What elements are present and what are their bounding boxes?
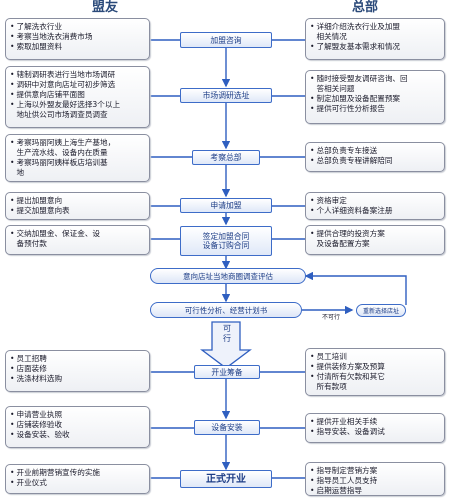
list-item: •考察当地洗衣消费市场 [10, 32, 93, 41]
list-item: •辖制调研表进行当地市场调研 [10, 70, 116, 79]
not-feasible-label: 不可行 [322, 314, 341, 321]
list-item: •提供意向店铺平面图 [10, 90, 85, 99]
list-item: •提交加盟意向表 [10, 206, 70, 215]
list-item: •地 [16, 168, 25, 177]
step-sign-contract: 签定加盟合同 设备订购合同 [180, 226, 272, 256]
list-item: •员工培训 [310, 352, 347, 361]
list-item: •调研中对意向店址可初步筛选 [10, 80, 116, 89]
left-box-install: •申请营业执照 •店铺装修验收 •设备安装、验收 [5, 406, 150, 448]
list-item: •所有款项 [316, 382, 347, 391]
left-box-prepare: •员工招聘 •店面装修 •洗涤材料选购 [5, 350, 150, 392]
list-item: •上海以外盟友最好选择3个以上 [10, 100, 121, 109]
list-item: •启期运营指导 [310, 486, 363, 495]
list-item: •随时接受盟友调研咨询、回 [310, 74, 408, 83]
list-item: •设备安装、验收 [10, 430, 70, 439]
step-feasibility: 可行性分析、经营计划书 [150, 302, 302, 318]
left-box-opening: •开业前期营销宣传的实施 •开业仪式 [5, 464, 150, 494]
list-item: •制定加盟及设备配置预案 [310, 94, 401, 103]
list-item: •店铺装修验收 [10, 420, 63, 429]
list-item: •提供合理的投资方案 [310, 229, 385, 238]
list-item: •指导员工人员支持 [310, 476, 378, 485]
left-box-visit: •考察玛丽阿姨上海生产基地， •生产流水线、设备内在质量 •考察玛丽阿姨样板店培… [5, 134, 150, 182]
list-item: •了解洗衣行业 [10, 22, 63, 31]
step-opening-prep: 开业筹备 [194, 365, 260, 379]
list-item: •答相关问题 [316, 84, 355, 93]
list-item: •提供可行性分析报告 [310, 104, 385, 113]
right-box-consult: •详细介绍洗衣行业及加盟 •相关情况 •了解盟友基本需求和情况 [305, 18, 445, 60]
left-box-contract: •交纳加盟金、保证金、设 •备预付款 [5, 225, 150, 255]
contract-line-1: 签定加盟合同 [202, 232, 250, 241]
step-consult: 加盟咨询 [180, 32, 272, 48]
list-item: •相关情况 [316, 32, 347, 41]
feasible-label: 可 行 [216, 324, 238, 344]
list-item: •生产流水线、设备内在质量 [16, 148, 108, 157]
list-item: •指导制定营销方案 [310, 466, 378, 475]
list-item: •提出加盟意向 [10, 196, 63, 205]
list-item: •提供开业相关手续 [310, 417, 378, 426]
list-item: •备预付款 [16, 239, 47, 248]
list-item: •店面装修 [10, 364, 47, 373]
feasible-char-1: 可 [223, 324, 231, 333]
list-item: •索取加盟资料 [10, 42, 63, 51]
step-market-research: 市场调研选址 [180, 88, 272, 103]
list-item: •资格审定 [310, 196, 347, 205]
list-item: •提供装修方案及预算 [310, 362, 385, 371]
list-item: •洗涤材料选购 [10, 374, 63, 383]
list-item: •及设备配置方案 [316, 239, 370, 248]
right-box-visit: •总部负责专车接送 •总部负责专程讲解陪同 [305, 142, 445, 172]
list-item: •申请营业执照 [10, 410, 63, 419]
right-box-research: •随时接受盟友调研咨询、回 •答相关问题 •制定加盟及设备配置预案 •提供可行性… [305, 70, 445, 124]
feasible-char-2: 行 [223, 334, 231, 343]
left-box-consult: •了解洗衣行业 •考察当地洗衣消费市场 •索取加盟资料 [5, 18, 150, 60]
list-item: •开业前期营销宣传的实施 [10, 468, 101, 477]
right-box-opening: •指导制定营销方案 •指导员工人员支持 •启期运营指导 [305, 462, 445, 496]
list-item: •开业仪式 [10, 478, 47, 487]
step-equipment-install: 设备安装 [194, 420, 260, 435]
list-item: •总部负责专车接送 [310, 146, 378, 155]
right-box-install: •提供开业相关手续 •指导安装、设备调试 [305, 413, 445, 443]
right-header: 总部 [351, 0, 378, 15]
list-item: •交纳加盟金、保证金、设 [10, 229, 101, 238]
list-item: •个人详细资料备案注册 [310, 206, 393, 215]
list-item: •考察玛丽阿姨样板店培训基 [10, 158, 108, 167]
list-item: •员工招聘 [10, 354, 47, 363]
right-box-apply: •资格审定 •个人详细资料备案注册 [305, 192, 445, 220]
list-item: •考察玛丽阿姨上海生产基地， [10, 138, 116, 147]
list-item: •付清所有欠款和其它 [310, 372, 385, 381]
left-box-apply: •提出加盟意向 •提交加盟意向表 [5, 192, 150, 220]
contract-line-2: 设备订购合同 [202, 241, 250, 250]
reselect-site-node: 重新选择店址 [356, 304, 406, 317]
step-visit-hq: 考察总部 [192, 150, 260, 165]
right-box-prepare: •员工培训 •提供装修方案及预算 •付清所有欠款和其它 •所有款项 [305, 348, 445, 396]
list-item: •地址供公司市场调查员调查 [16, 110, 108, 119]
left-box-research: •辖制调研表进行当地市场调研 •调研中对意向店址可初步筛选 •提供意向店铺平面图… [5, 66, 150, 128]
step-apply: 申请加盟 [180, 198, 272, 213]
list-item: •详细介绍洗衣行业及加盟 [310, 22, 401, 31]
step-grand-opening: 正式开业 [180, 470, 272, 488]
step-site-evaluation: 意向店址当地商圈调查评估 [150, 268, 306, 284]
left-header: 盟友 [91, 0, 118, 15]
list-item: •指导安装、设备调试 [310, 427, 385, 436]
right-box-contract: •提供合理的投资方案 •及设备配置方案 [305, 225, 445, 255]
list-item: •了解盟友基本需求和情况 [310, 42, 401, 51]
list-item: •总部负责专程讲解陪同 [310, 156, 393, 165]
